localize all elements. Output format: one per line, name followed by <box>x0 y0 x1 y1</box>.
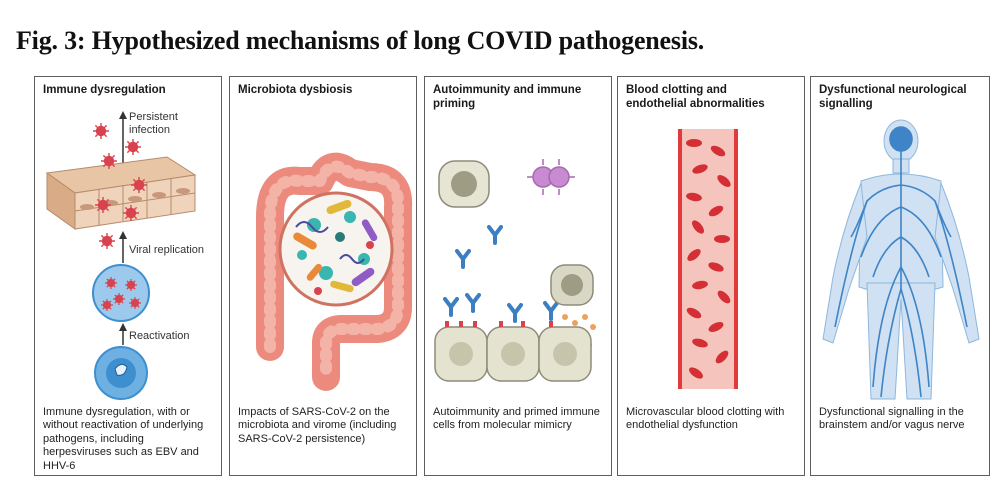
microbes <box>293 199 378 295</box>
panel-immune-dysregulation: Immune dysregulation Persistent infectio… <box>34 76 222 476</box>
pathogen <box>527 159 575 195</box>
label-persistent-infection-line2: infection <box>129 124 170 136</box>
immune-dysregulation-illustration: Persistent infection Viral replicat <box>45 111 204 400</box>
panel-caption: Autoimmunity and primed immune cells fro… <box>433 406 600 432</box>
panel-title: Autoimmunity and immune priming <box>433 84 582 110</box>
figure-title: Fig. 3: Hypothesized mechanisms of long … <box>16 26 705 55</box>
panel-caption: Microvascular blood clotting with endoth… <box>626 406 785 432</box>
panel-autoimmunity: Autoimmunity and immune priming <box>424 76 612 476</box>
infected-cell <box>92 264 150 322</box>
b-cell <box>438 160 490 208</box>
virus-particles <box>93 123 147 249</box>
epithelial-tissue <box>45 156 197 230</box>
panel-blood-clotting: Blood clotting and endothelial abnormali… <box>617 76 805 476</box>
red-blood-cells <box>686 139 731 379</box>
label-persistent-infection-line1: Persistent <box>129 111 178 123</box>
panel-title: Blood clotting and endothelial abnormali… <box>626 84 765 110</box>
autoimmunity-illustration <box>434 159 596 382</box>
panel-caption: Immune dysregulation, with or without re… <box>43 406 204 472</box>
label-viral-replication: Viral replication <box>129 244 204 256</box>
antibodies <box>443 225 559 323</box>
panel-neurological: Dysfunctional neurological signalling Dy… <box>810 76 990 476</box>
panel-title: Microbiota dysbiosis <box>238 84 353 96</box>
tissue-cells <box>434 321 592 382</box>
panel-microbiota-dysbiosis: Microbiota dysbiosis Impacts of SARS-CoV… <box>229 76 417 476</box>
panel-title: Immune dysregulation <box>43 84 166 96</box>
panel-caption: Impacts of SARS-CoV-2 on the microbiota … <box>238 406 397 445</box>
nerves <box>834 126 968 398</box>
panel-caption: Dysfunctional signalling in the brainste… <box>819 406 965 432</box>
nervous-system-illustration <box>822 119 980 400</box>
primed-immune-cell <box>550 264 596 348</box>
intestine-illustration <box>256 152 413 391</box>
blood-vessel-illustration <box>678 129 738 389</box>
label-reactivation: Reactivation <box>129 330 190 342</box>
latent-cell <box>94 346 148 400</box>
panel-title: Dysfunctional neurological signalling <box>819 84 967 110</box>
